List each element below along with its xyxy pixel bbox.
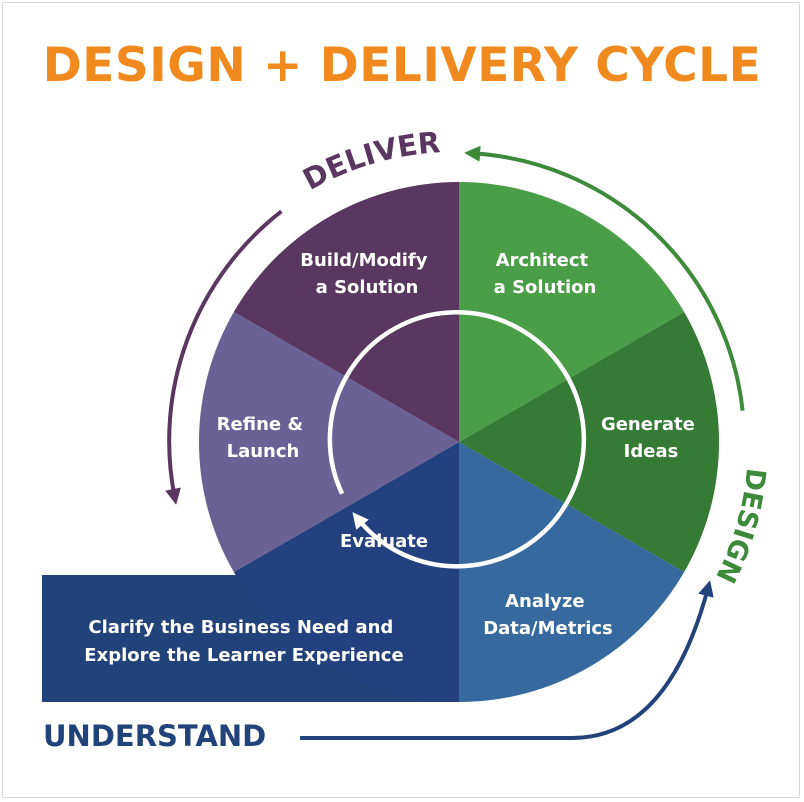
understand-arrow <box>300 580 714 740</box>
architect-label-line-1: Architect <box>496 250 589 271</box>
inner-cycle-arrow <box>327 310 587 569</box>
generate-label-line-2: Ideas <box>624 441 679 462</box>
evaluate-label-line-1: Evaluate <box>340 531 428 552</box>
analyze-label-line-2: Data/Metrics <box>483 618 613 639</box>
segment-evaluate <box>233 442 459 702</box>
segment-generate <box>459 312 720 572</box>
generate-label-line-1: Generate <box>601 414 695 435</box>
design-arrow <box>464 145 745 411</box>
clarify-label: Clarify the Business Need and Explore th… <box>84 617 403 666</box>
clarify-label-line-1: Clarify the Business Need and <box>88 617 393 638</box>
refine-label-line-1: Refine & <box>217 414 303 435</box>
understand-label: UNDERSTAND <box>43 719 266 753</box>
build-label-line-1: Build/Modify <box>300 250 427 271</box>
design-label: DESIGN <box>709 467 771 588</box>
build-label-line-2: a Solution <box>316 277 419 298</box>
segment-build <box>233 182 459 442</box>
refine-label: Refine & Launch <box>217 414 310 462</box>
analyze-label: Analyze Data/Metrics <box>483 591 613 639</box>
clarify-label-line-2: Explore the Learner Experience <box>84 645 403 666</box>
segment-analyze <box>459 442 685 702</box>
evaluate-label: Evaluate <box>340 531 428 552</box>
build-label: Build/Modify a Solution <box>300 250 434 298</box>
segment-architect <box>459 182 685 442</box>
architect-label: Architect a Solution <box>494 250 597 298</box>
analyze-label-line-1: Analyze <box>505 591 584 612</box>
architect-label-line-2: a Solution <box>494 277 597 298</box>
generate-label: Generate Ideas <box>601 414 701 462</box>
design-label-text: DESIGN <box>709 467 771 588</box>
diagram-title: DESIGN + DELIVERY CYCLE <box>42 38 762 93</box>
deliver-arrow <box>165 209 283 505</box>
refine-label-line-2: Launch <box>227 441 300 462</box>
